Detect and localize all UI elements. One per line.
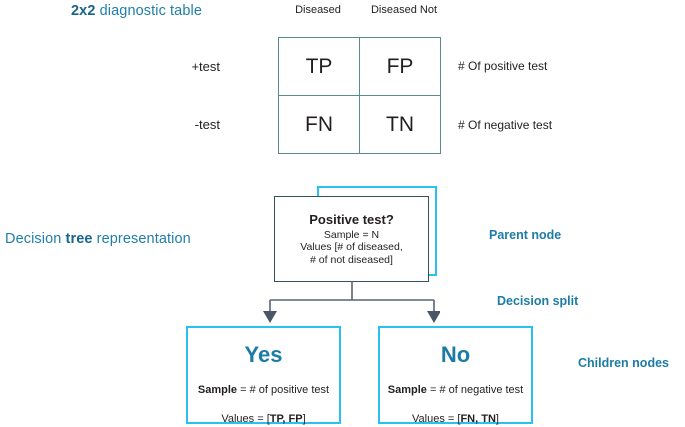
tree-section-caption: Decision tree representation [5, 231, 191, 247]
table-row-annotation-negative: # Of negative test [458, 118, 553, 132]
child-node-yes-sample: Sample = # of positive test [198, 384, 329, 396]
parent-node-values-line1: Values [# of diseased, [300, 241, 403, 254]
child-node-no-values-close: ] [495, 413, 499, 425]
child-node-yes-title: Yes [244, 342, 283, 367]
table-row-label-positive-test: +test [191, 59, 220, 74]
child-node-yes-values: Values = [TP, FP] [221, 413, 305, 425]
table-row: FN TN [278, 95, 441, 154]
table-caption-rest: diagnostic table [95, 3, 202, 19]
parent-node-title: Positive test? [309, 211, 394, 227]
child-node-yes-values-bold: TP, FP [269, 413, 303, 425]
annotation-parent-node: Parent node [489, 228, 562, 242]
table-row-label-negative-test: -test [194, 117, 220, 132]
parent-node[interactable]: Positive test? Sample = N Values [# of d… [274, 196, 429, 282]
parent-node-values-line2: # of not diseased] [310, 253, 393, 266]
table-row: TP FP [278, 37, 441, 96]
table-column-header-diseased-not: Diseased Not [370, 4, 438, 16]
child-node-no-values-bold: FN, TN [460, 413, 496, 425]
tree-caption-post: representation [92, 231, 191, 247]
child-node-no[interactable]: No Sample = # of negative test Values = … [378, 326, 533, 425]
child-node-yes-values-close: ] [302, 413, 306, 425]
child-node-no-sample-value: = # of negative test [426, 384, 524, 396]
connector-right-arrowhead [427, 311, 440, 323]
table-caption-bold: 2x2 [71, 3, 96, 19]
table-row-annotation-positive: # Of positive test [458, 59, 548, 73]
annotation-children-nodes: Children nodes [578, 356, 669, 370]
table-cell-fp: FP [359, 37, 441, 96]
child-node-no-values: Values = [FN, TN] [412, 413, 499, 425]
child-node-no-title: No [440, 342, 471, 367]
child-node-yes-sample-value: = # of positive test [237, 384, 330, 396]
tree-caption-bold: tree [65, 231, 93, 247]
connector-left-arrowhead [263, 311, 277, 323]
annotation-decision-split: Decision split [497, 294, 579, 308]
child-node-yes-values-label: Values = [ [221, 413, 270, 425]
child-node-yes[interactable]: Yes Sample = # of positive test Values =… [186, 326, 341, 425]
table-section-caption: 2x2 diagnostic table [71, 3, 202, 19]
parent-node-sample: Sample = N [323, 228, 380, 241]
child-node-no-sample: Sample = # of negative test [388, 384, 523, 396]
table-cell-fn: FN [278, 95, 360, 154]
child-node-yes-sample-label: Sample [197, 384, 238, 396]
table-cell-tp: TP [278, 37, 360, 96]
tree-caption-pre: Decision [5, 231, 66, 247]
table-cell-tn: TN [359, 95, 441, 154]
child-node-no-values-label: Values = [ [412, 413, 461, 425]
decision-split-connector [263, 281, 440, 323]
diagnostic-2x2-table: TP FP FN TN [278, 37, 441, 154]
child-node-no-sample-label: Sample [387, 384, 427, 396]
table-column-header-diseased: Diseased [295, 4, 341, 16]
